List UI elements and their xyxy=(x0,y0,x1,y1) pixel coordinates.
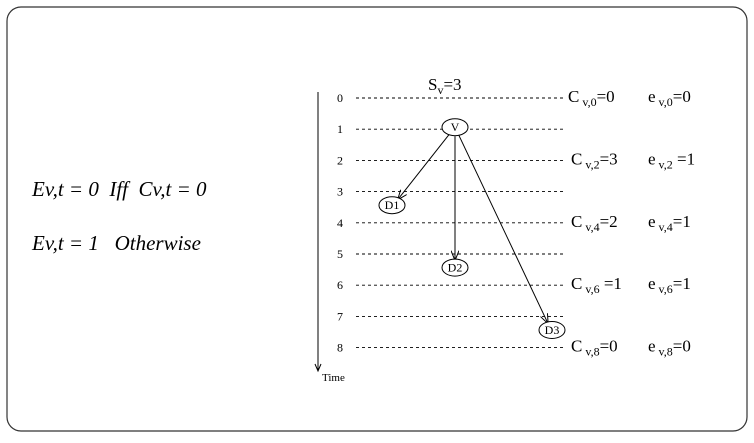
time-tick-label: 5 xyxy=(337,247,343,261)
outer-border xyxy=(6,6,748,432)
c-annotation-t6: C v,6 =1 xyxy=(571,274,622,296)
source-annotation-main: S xyxy=(428,75,437,94)
time-tick-label: 3 xyxy=(337,185,343,199)
dest-node-d1-ellipse xyxy=(378,196,406,215)
time-tick-label: 8 xyxy=(337,341,343,355)
c-annotation-t4: C v,4=2 xyxy=(571,212,618,234)
e-annotation-t2: e v,2 =1 xyxy=(648,149,695,171)
e-annotation-t0: e v,0=0 xyxy=(648,87,691,109)
time-tick-label: 2 xyxy=(337,153,343,167)
dest-node-d3-label: D3 xyxy=(545,323,560,337)
time-tick-label: 4 xyxy=(337,216,343,230)
time-axis-arrowhead xyxy=(314,363,322,373)
time-axis-label: Time xyxy=(322,372,345,384)
time-tick-label: 0 xyxy=(337,91,343,105)
source-node-v: V xyxy=(441,118,469,137)
edge-d1 xyxy=(398,133,450,199)
formula-line-1: Ev,t = 0 Iff Cv,t = 0 xyxy=(31,177,207,201)
time-tick-label: 1 xyxy=(337,122,343,136)
e-annotation-t4: e v,4=1 xyxy=(648,212,691,234)
dest-node-d2-ellipse xyxy=(441,258,469,277)
dest-node-d2-label: D2 xyxy=(448,261,463,275)
edge-d3 xyxy=(458,135,548,322)
source-node-v-label: V xyxy=(451,120,460,134)
dest-node-d1-label: D1 xyxy=(385,198,400,212)
e-annotation-t8: e v,8=0 xyxy=(648,337,691,359)
source-annotation: Sv=3 xyxy=(428,75,462,97)
c-annotation-t2: C v,2=3 xyxy=(571,149,618,171)
dest-node-d1: D1 xyxy=(378,196,406,215)
dest-node-d3-ellipse xyxy=(538,321,566,339)
source-annotation-rest: =3 xyxy=(443,75,461,94)
level-annotations: C v,0=0 e v,0=0 C v,2=3 e v,2 =1 C v,4=2 e v,… xyxy=(568,87,695,359)
formula-line-2: Ev,t = 1 Otherwise xyxy=(31,231,201,255)
edges xyxy=(398,133,548,323)
time-tick-label: 7 xyxy=(337,309,343,323)
dest-node-d2: D2 xyxy=(441,258,469,277)
dest-node-d3: D3 xyxy=(538,321,566,339)
source-node-v-ellipse xyxy=(441,118,469,137)
c-annotation-t0: C v,0=0 xyxy=(568,87,615,109)
source-annotation-sub: v xyxy=(437,83,443,97)
c-annotation-t8: C v,8=0 xyxy=(571,337,618,359)
e-annotation-t6: e v,6=1 xyxy=(648,274,691,296)
time-tick-label: 6 xyxy=(337,278,343,292)
